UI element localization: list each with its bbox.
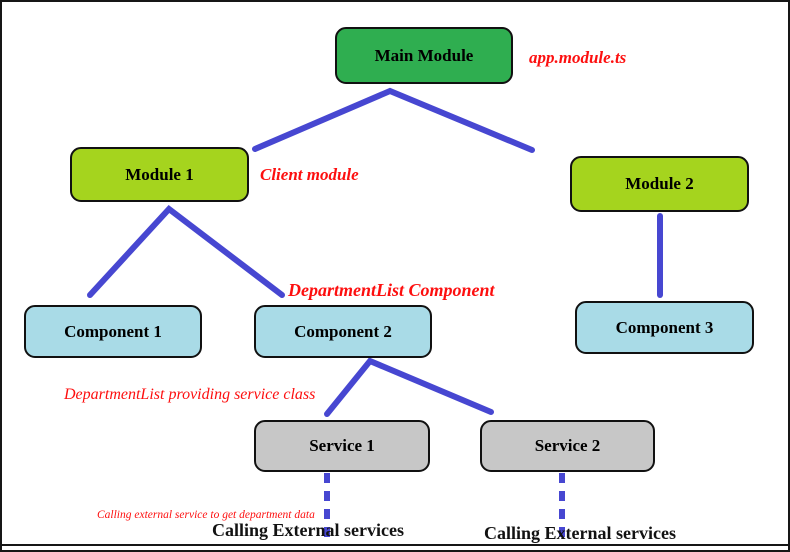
annotation-departmentlist-providing-service: DepartmentList providing service class bbox=[64, 386, 316, 403]
connector-module1-to-components bbox=[87, 204, 285, 298]
bottom-border-line bbox=[2, 544, 788, 546]
annotation-app-module-ts: app.module.ts bbox=[529, 48, 627, 67]
node-service-1: Service 1 bbox=[254, 420, 430, 472]
label-calling-external-services-1: Calling External services bbox=[212, 520, 404, 540]
node-component-1: Component 1 bbox=[24, 305, 202, 358]
connector-component2-to-services bbox=[324, 357, 494, 417]
node-main-module: Main Module bbox=[335, 27, 513, 84]
node-component-3-label: Component 3 bbox=[615, 317, 714, 337]
node-component-1-label: Component 1 bbox=[64, 321, 162, 341]
annotation-departmentlist-component: DepartmentList Component bbox=[288, 280, 495, 300]
annotation-calling-external-note: Calling external service to get departme… bbox=[97, 509, 315, 521]
node-service-1-label: Service 1 bbox=[309, 436, 375, 455]
node-service-2: Service 2 bbox=[480, 420, 655, 472]
node-main-module-label: Main Module bbox=[374, 45, 474, 65]
node-module-2: Module 2 bbox=[570, 156, 749, 212]
node-component-3: Component 3 bbox=[575, 301, 754, 354]
node-module-1: Module 1 bbox=[70, 147, 249, 202]
annotation-client-module: Client module bbox=[260, 165, 359, 184]
node-component-2: Component 2 bbox=[254, 305, 432, 358]
node-module-1-label: Module 1 bbox=[125, 164, 194, 184]
node-module-2-label: Module 2 bbox=[625, 174, 694, 193]
node-service-2-label: Service 2 bbox=[534, 436, 601, 455]
label-calling-external-services-2: Calling External services bbox=[484, 523, 676, 543]
connector-main-to-modules bbox=[252, 87, 535, 153]
node-component-2-label: Component 2 bbox=[294, 321, 392, 341]
